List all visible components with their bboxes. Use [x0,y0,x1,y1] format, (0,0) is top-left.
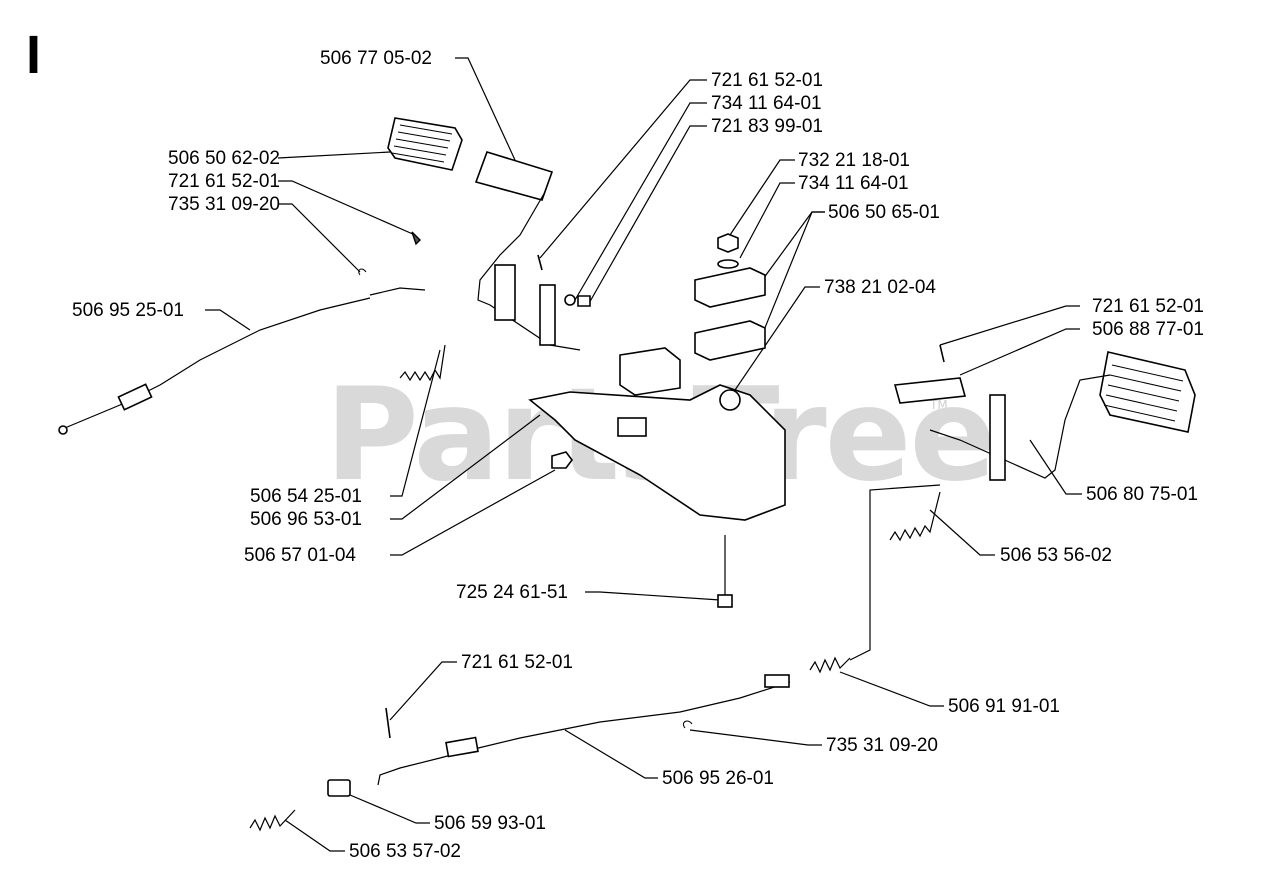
right-pedal-pad [1099,351,1196,433]
part-label: 721 61 52-01 [461,652,573,673]
part-label: 506 95 26-01 [662,768,774,789]
part-label: 721 61 52-01 [168,171,280,192]
part-label: 506 95 25-01 [72,300,184,321]
part-label: 506 53 57-02 [349,841,461,862]
nut-and-blocks [694,233,766,361]
part-label: 506 59 93-01 [434,813,546,834]
part-label: 506 54 25-01 [250,486,362,507]
part-label: 506 80 75-01 [1086,484,1198,505]
part-label: 734 11 64-01 [798,173,909,194]
part-label: 506 77 05-02 [320,48,432,69]
hex-nut [551,451,573,469]
leader-lines [205,57,1082,852]
left-cable [58,268,426,435]
part-label: 725 24 61-51 [456,582,568,603]
part-label: 506 53 56-02 [1000,545,1112,566]
long-bolt-head [717,594,733,608]
switch-block [619,347,681,396]
left-pedal-pad [387,117,463,171]
part-label: 506 88 77-01 [1092,319,1204,340]
left-pedal-arm [477,191,581,351]
part-label: 506 91 91-01 [948,696,1060,717]
bottom-cable [377,674,791,786]
part-label: 735 31 09-20 [168,194,280,215]
part-label: 721 83 99-01 [711,116,823,137]
spring-bottom [809,656,851,674]
base-plate [528,384,786,521]
clip-block [327,779,351,797]
spring-bottom-left [249,809,296,832]
part-label: 738 21 02-04 [824,277,936,298]
part-label: 732 21 18-01 [798,150,910,171]
part-label: 735 31 09-20 [826,735,938,756]
bolt-head [577,295,591,307]
linkage-rod [849,484,941,661]
spring-right [889,491,941,542]
right-pin [939,344,945,363]
spring-left [399,344,446,382]
right-pedal-arm [893,374,1111,481]
watermark-trademark: TM [930,398,948,412]
section-letter: I [26,25,42,85]
left-pedal-plate [474,151,554,201]
part-label: 721 61 52-01 [711,70,823,91]
pin-bottom [385,707,391,739]
part-label: 506 57 01-04 [244,545,356,566]
part-label: 721 61 52-01 [1092,296,1204,317]
cotter-pin [411,231,421,246]
part-label: 734 11 64-01 [711,93,822,114]
cotter-pin-2 [537,254,543,271]
part-label: 506 96 53-01 [250,509,362,530]
part-label: 506 50 62-02 [168,148,280,169]
washer [564,294,576,306]
part-label: 506 50 65-01 [828,202,940,223]
